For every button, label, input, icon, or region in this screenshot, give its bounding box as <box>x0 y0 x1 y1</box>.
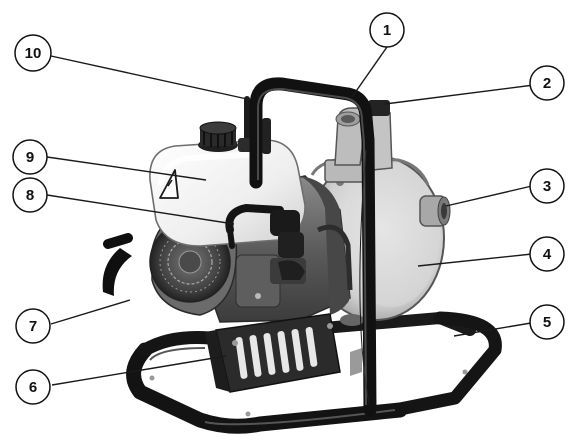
callout-label-2: 2 <box>543 75 551 92</box>
callout-4: 4 <box>529 236 565 272</box>
discharge-outlet <box>324 100 393 183</box>
leader-line-10 <box>50 55 248 100</box>
callout-1: 1 <box>369 12 405 48</box>
leader-line-5 <box>453 322 532 337</box>
callout-label-1: 1 <box>383 22 391 39</box>
callout-label-5: 5 <box>543 314 551 331</box>
callout-10: 10 <box>14 34 52 72</box>
callout-3: 3 <box>529 168 565 204</box>
leader-line-3 <box>445 185 533 207</box>
carry-handle-frame <box>249 77 377 417</box>
callout-7: 7 <box>15 308 51 344</box>
callout-9: 9 <box>12 139 48 175</box>
callout-label-6: 6 <box>29 379 37 396</box>
callout-2: 2 <box>529 65 565 101</box>
callout-label-7: 7 <box>29 318 37 335</box>
leader-line-6 <box>51 355 227 386</box>
leader-lines <box>46 46 535 386</box>
leader-line-8 <box>46 194 235 225</box>
leader-line-1 <box>351 46 388 98</box>
callout-label-3: 3 <box>543 178 551 195</box>
callout-label-4: 4 <box>543 246 552 263</box>
fuel-tank <box>149 139 306 247</box>
leader-line-7 <box>50 299 131 325</box>
leader-line-4 <box>417 253 533 267</box>
callout-label-10: 10 <box>25 45 42 62</box>
fuel-cap <box>198 121 238 152</box>
callout-label-8: 8 <box>26 187 34 204</box>
muffler-cover <box>205 313 362 393</box>
callout-8: 8 <box>12 177 48 213</box>
leader-line-2 <box>384 84 535 105</box>
callout-label-9: 9 <box>26 149 34 166</box>
callout-5: 5 <box>529 304 565 340</box>
callout-6: 6 <box>15 369 51 405</box>
suction-inlet <box>419 195 451 227</box>
callouts: 1 2 3 4 5 6 7 8 <box>12 12 565 405</box>
primer-choke <box>225 203 304 258</box>
leader-line-9 <box>46 156 207 181</box>
